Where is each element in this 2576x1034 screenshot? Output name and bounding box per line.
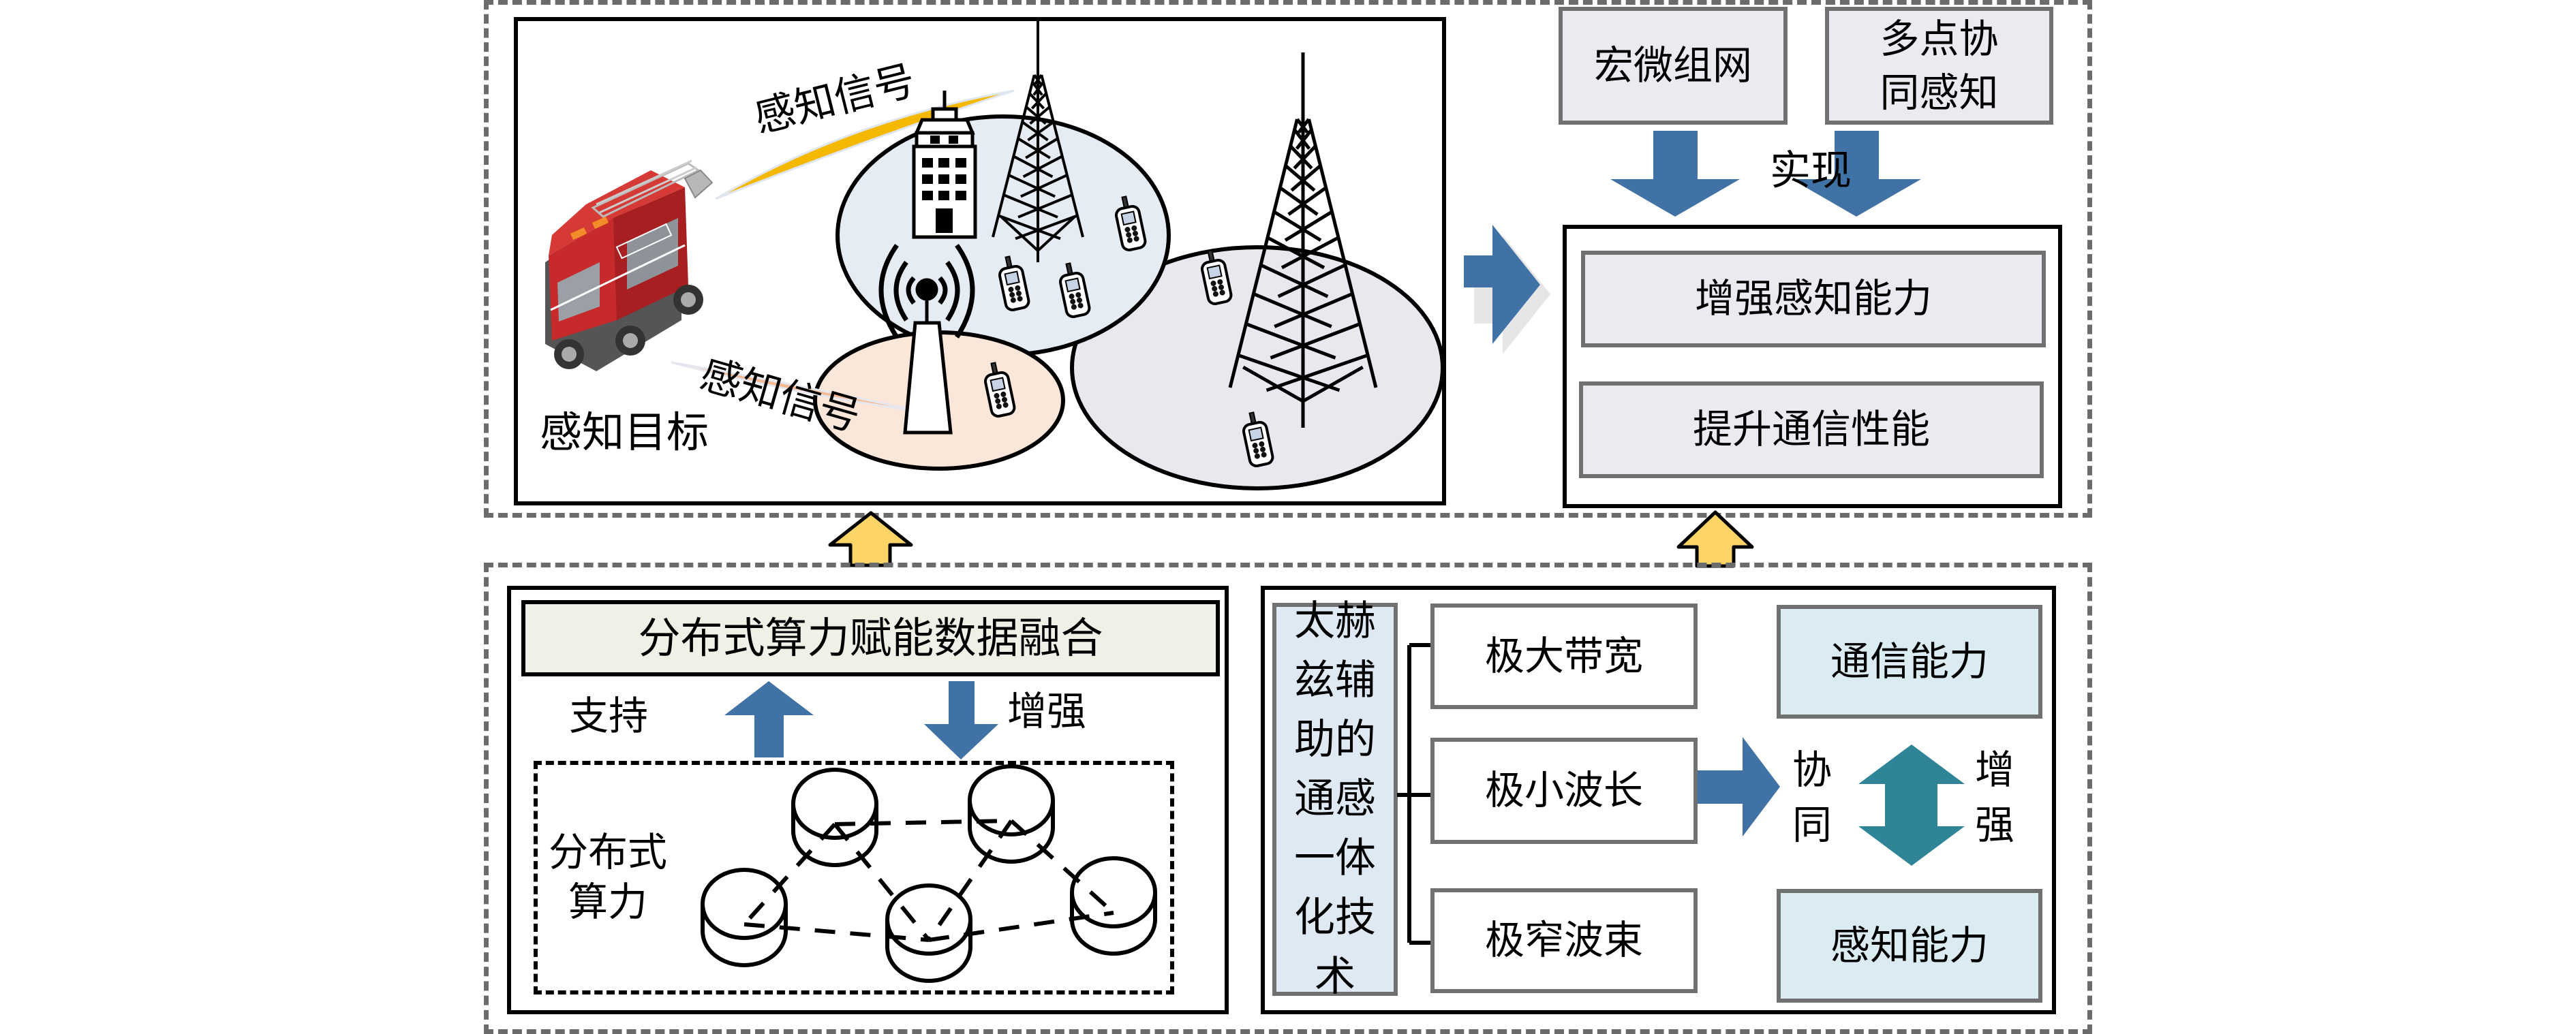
synergy-label-line: 同: [1792, 802, 1833, 849]
compute-cluster-frame: [534, 761, 1174, 994]
bottom-panel-frame: [484, 563, 2092, 1034]
enhance-sensing-box: 增强感知能力: [1581, 251, 2046, 347]
multipoint-sensing-label-line1: 多点协: [1880, 16, 1999, 63]
node-link: [743, 922, 930, 942]
mobile-phone-icon: [983, 362, 1016, 418]
support-label: 支持: [569, 693, 649, 739]
feature-label-wavelength: 极小波长: [1484, 767, 1643, 814]
feature-label-beam: 极窄波束: [1484, 917, 1643, 964]
improve-communication-label: 提升通信性能: [1692, 406, 1930, 453]
compute-node-icon: [701, 868, 788, 967]
mutual-enhance-label-line: 增: [1975, 747, 2015, 793]
thz-technology-label-line: 太赫: [1294, 597, 1376, 645]
mobile-phone-icon: [1242, 411, 1274, 467]
mobile-phone-icon: [998, 255, 1030, 311]
sensing-signal-beam-top: [715, 89, 1015, 200]
synergy-label-line: 协: [1792, 747, 1833, 793]
fire-truck-icon: [545, 159, 714, 371]
macro-micro-network-label: 宏微组网: [1593, 42, 1752, 89]
arrow-right-icon: [1698, 737, 1780, 836]
node-link: [833, 823, 931, 941]
node-link: [927, 819, 1013, 941]
feature-box-wavelength: 极小波长: [1430, 738, 1698, 844]
mobile-phone-icon: [1200, 249, 1233, 305]
mobile-phone-icon: [1058, 262, 1091, 318]
thz-technology-label-line: 助的: [1294, 716, 1376, 764]
feature-box-beam: 极窄波束: [1430, 888, 1698, 993]
capability-box-communication: 通信能力: [1777, 605, 2042, 719]
feature-box-bandwidth: 极大带宽: [1430, 604, 1698, 709]
enhance-label: 增强: [1007, 688, 1087, 734]
double-arrow-vertical-icon: [1858, 745, 1965, 866]
arrow-down-icon: [1610, 131, 1740, 217]
compute-cluster-label-line2: 算力: [568, 878, 648, 925]
capability-label-communication: 通信能力: [1830, 638, 1989, 685]
compute-node-icon: [791, 768, 878, 867]
arrow-down-icon: [1792, 131, 1921, 217]
lattice-tower-icon: [992, 20, 1084, 262]
node-link: [742, 822, 837, 926]
data-fusion-header-label: 分布式算力赋能数据融合: [638, 612, 1103, 663]
cell-coverage-macro-right: [1070, 245, 1445, 490]
arrow-up-icon: [724, 681, 814, 757]
enhance-sensing-label: 增强感知能力: [1694, 275, 1932, 322]
thz-technology-label-line: 通感: [1294, 775, 1376, 823]
bracket-connector: [1397, 643, 1430, 945]
thz-technology-label-line: 兹辅: [1294, 657, 1376, 704]
feature-label-bandwidth: 极大带宽: [1484, 632, 1643, 679]
arrow-right-icon: [1464, 225, 1550, 354]
thz-technology-label-line: 术: [1315, 953, 1355, 1001]
arrow-down-icon: [924, 681, 998, 759]
compute-cluster-label-line1: 分布式: [549, 829, 668, 875]
thz-technology-box: 太赫 兹辅 助的 通感 一体 化技 术: [1272, 597, 1398, 1001]
building-icon: [912, 91, 977, 239]
node-link: [834, 819, 1012, 826]
capability-box-sensing: 感知能力: [1777, 889, 2042, 1003]
compute-node-icon: [968, 764, 1055, 864]
multipoint-sensing-label-line2: 同感知: [1880, 69, 1999, 116]
capability-label-sensing: 感知能力: [1830, 922, 1989, 969]
macro-micro-network-box: 宏微组网: [1559, 7, 1788, 125]
mutual-enhance-label: 增 强: [1975, 742, 2014, 853]
data-fusion-header: 分布式算力赋能数据融合: [521, 600, 1220, 676]
compute-node-icon: [1070, 856, 1157, 956]
compute-cluster-label: 分布式 算力: [549, 828, 667, 926]
multipoint-sensing-box: 多点协 同感知: [1825, 7, 2053, 125]
top-panel-frame: [484, 0, 2092, 518]
lattice-tower-icon: [1228, 52, 1378, 428]
compute-node-icon: [885, 883, 972, 983]
node-link: [1009, 819, 1116, 915]
radio-antenna-icon: [878, 243, 975, 435]
realize-label: 实现: [1770, 147, 1852, 195]
improve-communication-box: 提升通信性能: [1579, 381, 2044, 478]
mutual-enhance-label-line: 强: [1975, 802, 2015, 849]
mobile-phone-icon: [1114, 195, 1147, 251]
sensing-target-label: 感知目标: [540, 407, 709, 457]
thz-technology-label-line: 化技: [1294, 894, 1376, 941]
thz-technology-label-line: 一体: [1294, 834, 1376, 882]
synergy-label: 协 同: [1792, 742, 1832, 853]
